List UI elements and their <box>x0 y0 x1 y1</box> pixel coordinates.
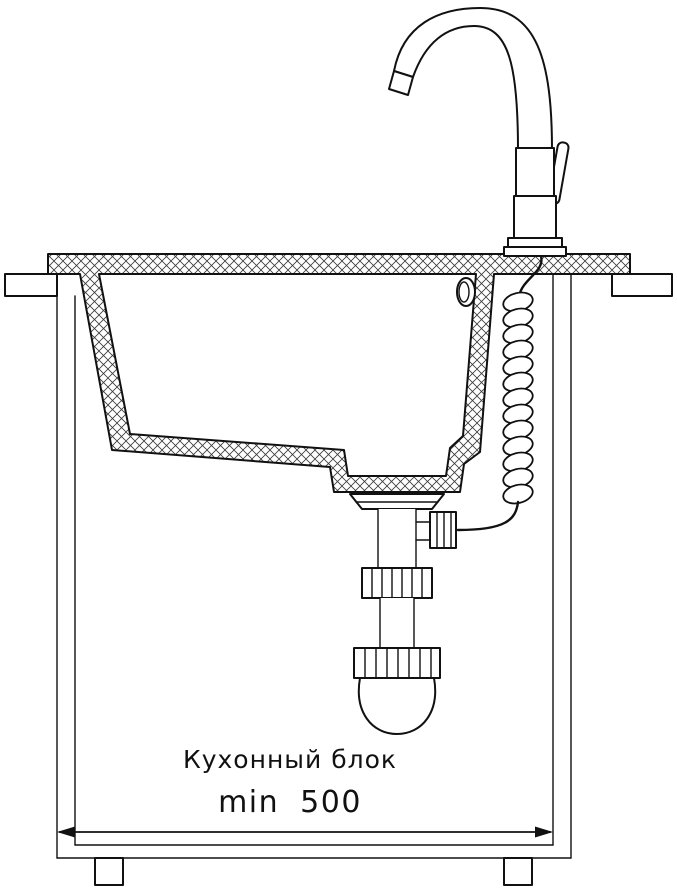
overflow-hole-icon <box>456 277 476 307</box>
siphon-assembly <box>349 493 457 735</box>
dimension: min 500 <box>57 785 553 838</box>
trap-pipe <box>379 597 415 649</box>
cabinet-foot-left <box>94 857 124 886</box>
dimension-arrow-left-icon <box>57 826 75 838</box>
tailpipe <box>377 508 417 569</box>
faucet-base-flare <box>507 237 563 248</box>
dimension-arrow-right-icon <box>535 826 553 838</box>
branch-nut <box>429 511 457 549</box>
dimension-label: min 500 <box>218 785 362 820</box>
sink-basin <box>47 253 631 493</box>
cabinet-label: Кухонный блок <box>183 745 397 774</box>
cabinet <box>56 273 572 886</box>
faucet <box>388 7 570 257</box>
faucet-base-plate <box>503 246 567 257</box>
hose-bottom-lead <box>456 500 520 532</box>
countertop-right <box>611 273 673 297</box>
flexible-hose <box>456 254 543 532</box>
trap-bulb <box>357 677 437 735</box>
trap-coupling-lower <box>353 647 441 679</box>
faucet-body-lower <box>513 195 557 239</box>
faucet-aerator <box>388 70 414 96</box>
hose-coil <box>502 291 534 505</box>
faucet-spout <box>393 7 553 151</box>
countertop-left <box>4 273 58 297</box>
cabinet-foot-right <box>503 857 533 886</box>
sink-wall-section <box>47 253 631 493</box>
faucet-body-upper <box>515 147 555 197</box>
branch-pipe <box>415 521 431 541</box>
overflow-hole-inner <box>458 281 470 303</box>
